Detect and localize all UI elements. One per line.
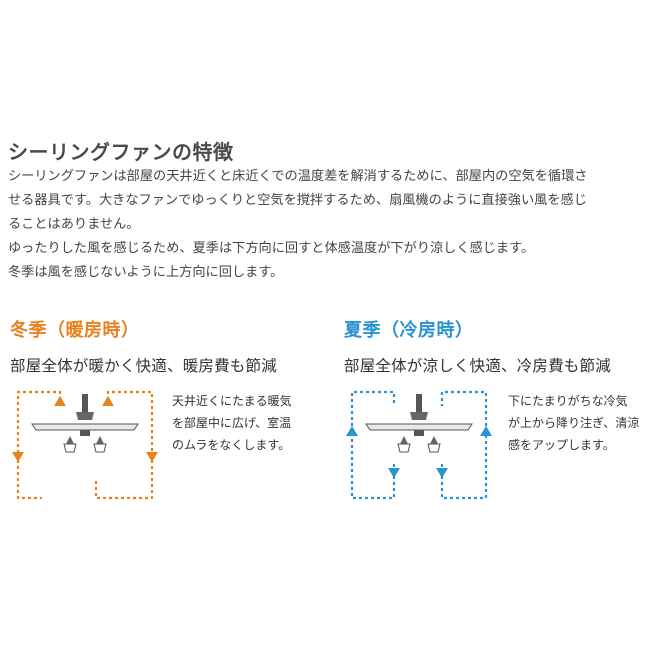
summer-title: 夏季（冷房時） [344,320,474,341]
summer-note-line: が上から降り注ぎ、清涼 [508,416,640,430]
summer-fan-diagram [346,390,492,500]
winter-airflow-left-loop [16,390,62,500]
description-line: シーリングファンは部屋の天井近くと床近くでの温度差を解消するために、部屋内の空気… [8,169,588,184]
arrow-down-icon [146,452,158,462]
description-line: ることはありません。 [8,217,140,232]
ceiling-fan-icon [31,394,139,453]
winter-note-line: 天井近くにたまる暖気 [172,394,292,408]
description-line: 冬季は風を感じないように上方向に回します。 [8,265,284,280]
arrow-up-icon [102,396,114,406]
section-description: シーリングファンは部屋の天井近くと床近くでの温度差を解消するために、部屋内の空気… [8,165,638,285]
arrow-up-icon [346,426,358,436]
description-line: せる器具です。大きなファンでゆっくりと空気を撹拌するため、扇風機のように直接強い… [8,193,587,208]
winter-note-line: のムラをなくします。 [172,438,291,452]
winter-title: 冬季（暖房時） [10,320,140,341]
winter-fan-diagram [12,390,158,500]
ceiling-fan-icon [365,394,473,453]
description-line: ゆったりした風を感じるため、夏季は下方向に回すと体感温度が下がり涼しく感じます。 [8,241,535,256]
summer-note: 下にたまりがちな冷気 が上から降り注ぎ、清涼 感をアップします。 [508,390,650,456]
summer-subtitle: 部屋全体が涼しく快適、冷房費も節減 [344,357,611,375]
arrow-down-icon [12,452,24,462]
summer-airflow-right-loop [440,390,488,500]
winter-note-line: を部屋中に広げ、室温 [172,416,292,430]
section-title: シーリングファンの特徴 [8,140,234,164]
arrow-up-icon [480,426,492,436]
summer-note-line: 下にたまりがちな冷気 [508,394,628,408]
arrow-up-icon [54,396,66,406]
arrow-down-icon [436,468,448,478]
winter-subtitle: 部屋全体が暖かく快適、暖房費も節減 [10,357,277,375]
summer-note-line: 感をアップします。 [508,438,615,452]
winter-note: 天井近くにたまる暖気 を部屋中に広げ、室温 のムラをなくします。 [172,390,322,456]
arrow-down-icon [388,468,400,478]
summer-airflow-left-loop [350,390,396,500]
